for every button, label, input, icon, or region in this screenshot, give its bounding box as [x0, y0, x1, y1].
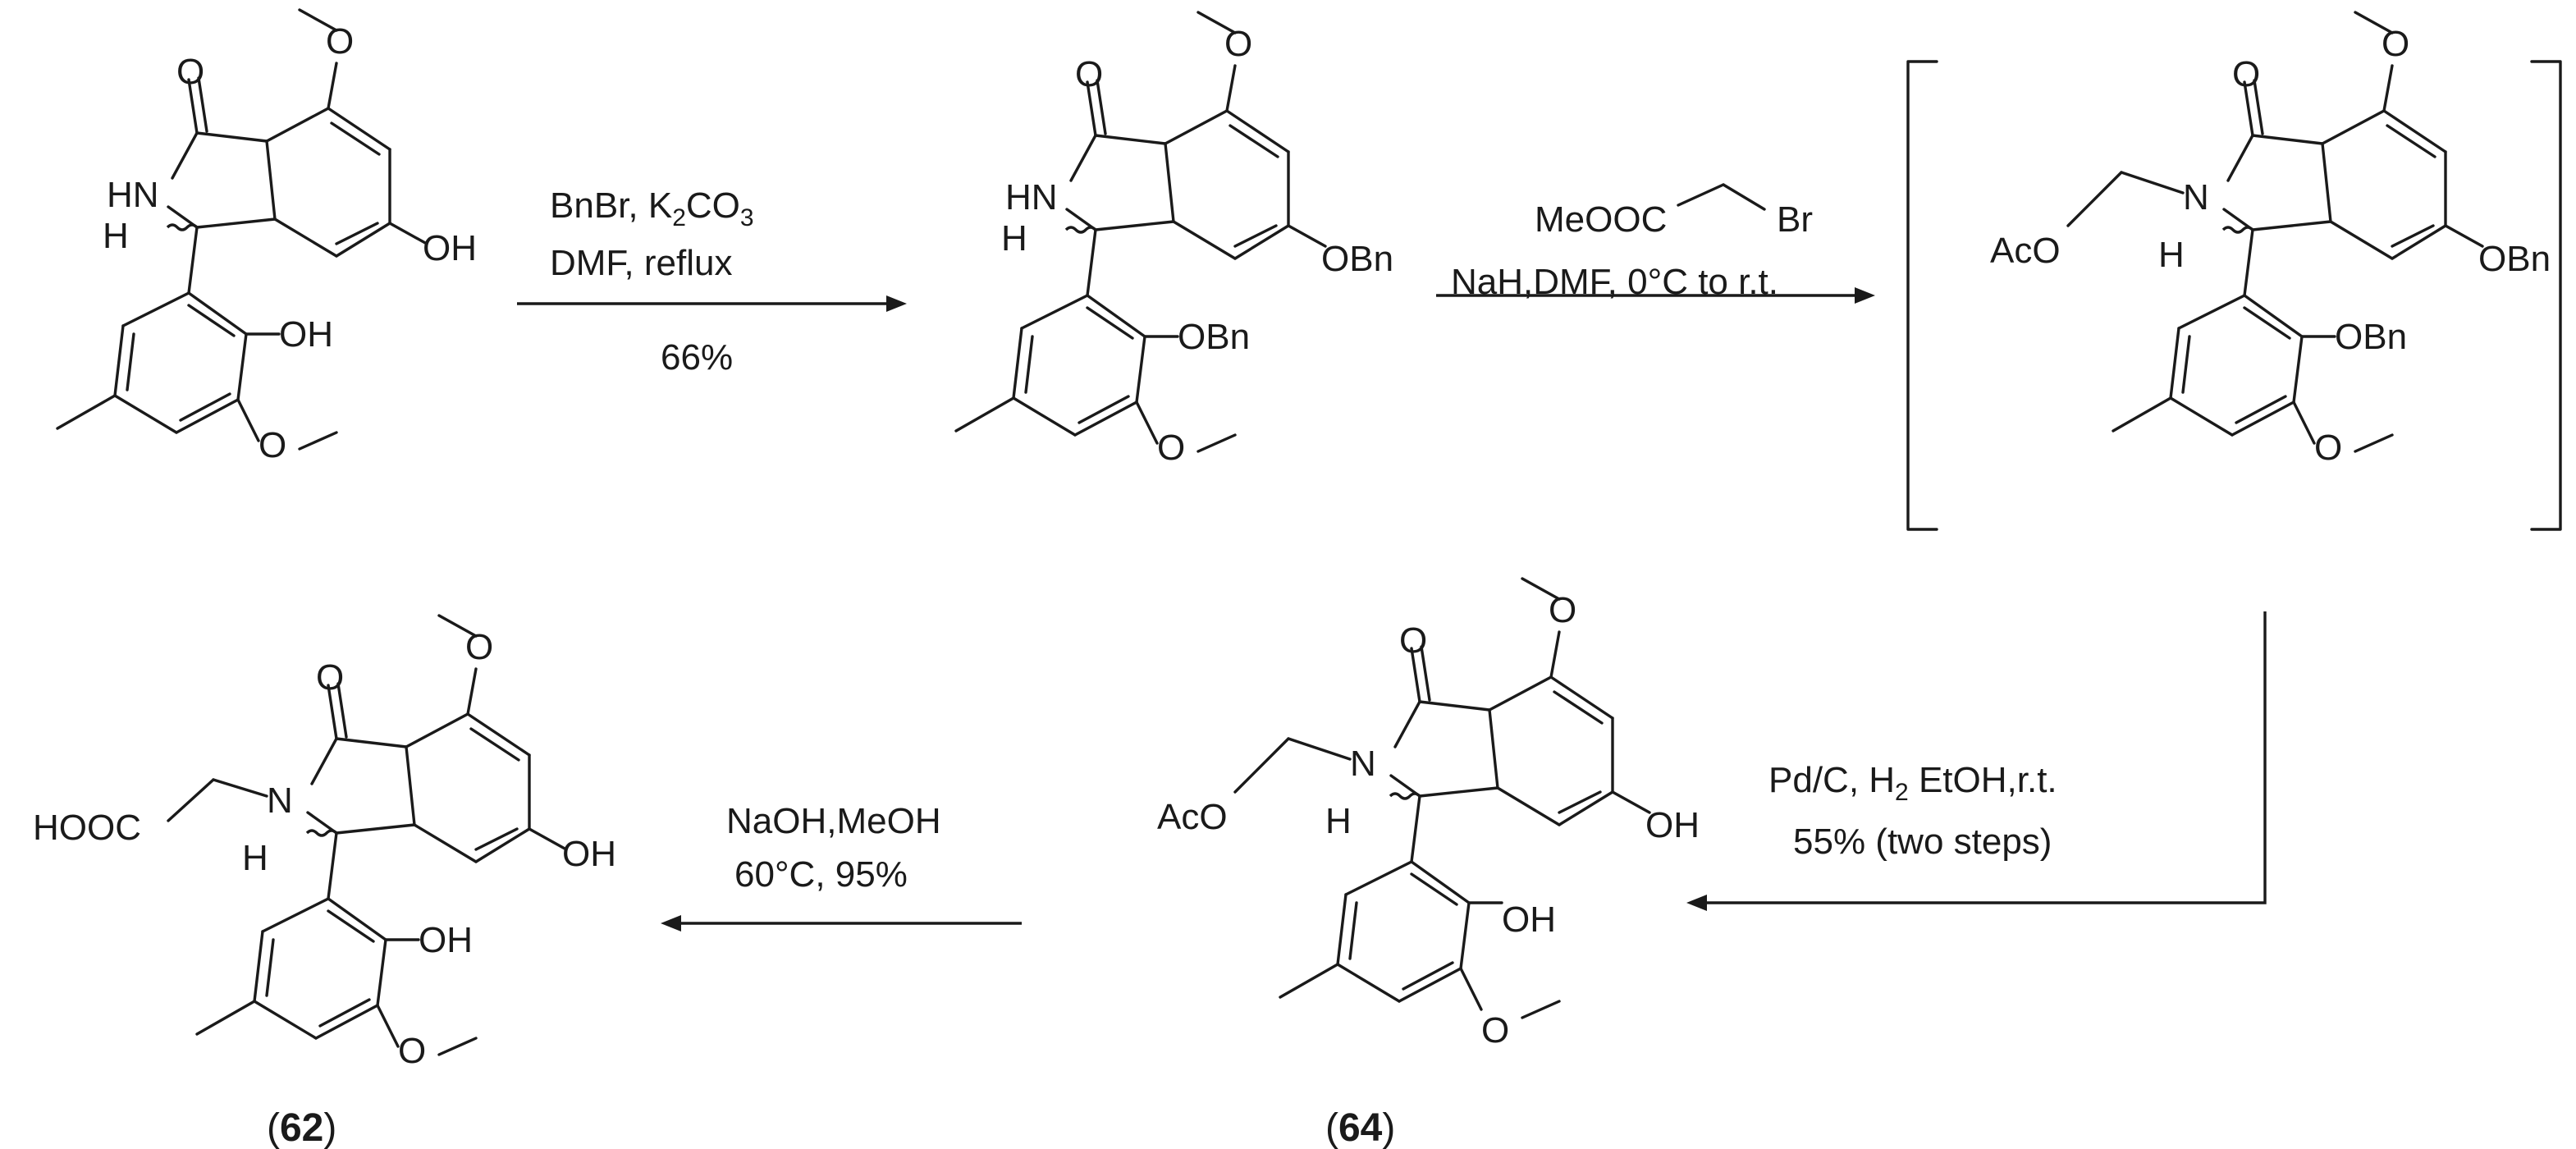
cond-step1-line2: DMF, reflux: [550, 243, 732, 283]
oh-label: OH: [1645, 805, 1700, 845]
oh-label-2: OH: [279, 314, 333, 355]
obn-label-2: OBn: [2335, 317, 2407, 357]
conditions-step4: NaOH,MeOH 60°C, 95%: [726, 801, 941, 895]
conditions-step3: Pd/C, H2 EtOH,r.t. 55% (two steps): [1768, 760, 2057, 862]
bracket-right: [2530, 60, 2562, 531]
arrow-step2: [1436, 287, 1875, 304]
ome-o: O: [1549, 590, 1576, 630]
cond-step2-line2: NaH,DMF, 0°C to r.t.: [1451, 262, 1778, 302]
oh-label-2: OH: [419, 920, 473, 960]
ome-o-2: O: [1481, 1010, 1509, 1051]
obn-label-2: OBn: [1178, 317, 1250, 357]
oh-label: OH: [562, 834, 616, 874]
ome-o: O: [1224, 24, 1252, 64]
aco-label: AcO: [1990, 231, 2061, 271]
oh-label-2: OH: [1502, 900, 1556, 940]
cond-step4-line2: 60°C, 95%: [734, 854, 908, 895]
ome-o-2: O: [259, 425, 286, 465]
label-64: (64): [1325, 1106, 1395, 1149]
ome-o: O: [2382, 24, 2409, 64]
carbonyl-o: O: [1399, 620, 1427, 661]
ome-o: O: [326, 21, 354, 62]
cond-step1-yield: 66%: [661, 337, 733, 378]
n-label: N: [2183, 177, 2209, 217]
bracket-left: [1906, 60, 1938, 531]
compound-64: O N H O OH OH O AcO: [1157, 577, 1700, 1051]
oh-label: OH: [423, 228, 477, 268]
h-label: H: [2158, 235, 2185, 275]
ome-o-2: O: [398, 1031, 426, 1071]
arrow-step4: [661, 915, 1022, 932]
cond-step3-line2: 55% (two steps): [1793, 822, 2052, 862]
cond-step3-line1: Pd/C, H2 EtOH,r.t.: [1768, 760, 2057, 806]
cond-step1-line1: BnBr, K2CO3: [550, 185, 754, 231]
arrow-step3: [1686, 611, 2267, 911]
n-label: N: [267, 780, 293, 821]
ome-o: O: [465, 627, 493, 667]
cond-step2-reagent-a: MeOOC: [1535, 199, 1667, 240]
h-label: H: [103, 216, 129, 256]
obn-label: OBn: [2478, 239, 2551, 279]
carbonyl-o: O: [1075, 54, 1103, 94]
cond-step4-line1: NaOH,MeOH: [726, 801, 941, 841]
obn-label: OBn: [1321, 239, 1393, 279]
ome-o-2: O: [2314, 428, 2342, 468]
compound-intermediate: O N H O OBn OBn O AcO: [1990, 11, 2551, 468]
aco-label: AcO: [1157, 797, 1228, 837]
carbonyl-o: O: [176, 52, 204, 92]
h-label: H: [1325, 801, 1352, 841]
h-label: H: [242, 838, 268, 878]
h-label: H: [1001, 218, 1027, 259]
hooc-label: HOOC: [33, 808, 141, 848]
carbonyl-o: O: [316, 657, 344, 698]
arrow-step1: [517, 295, 907, 312]
compound-62: O N H O OH OH O HOOC: [33, 614, 616, 1071]
ome-o-2: O: [1157, 428, 1185, 468]
label-62: (62): [267, 1106, 336, 1149]
carbonyl-o: O: [2232, 54, 2260, 94]
compound-start: O HN H O OH OH O: [56, 8, 477, 465]
conditions-step1: BnBr, K2CO3 DMF, reflux 66%: [550, 185, 754, 378]
nh-label: HN: [1005, 177, 1058, 217]
compound-bis-benzyl: O HN H O OBn OBn O: [954, 11, 1393, 468]
n-label: N: [1350, 744, 1376, 784]
cond-step2-reagent-b: Br: [1777, 199, 1813, 240]
conditions-step2: MeOOC Br NaH,DMF, 0°C to r.t.: [1451, 183, 1813, 302]
nh-label: HN: [107, 175, 159, 215]
